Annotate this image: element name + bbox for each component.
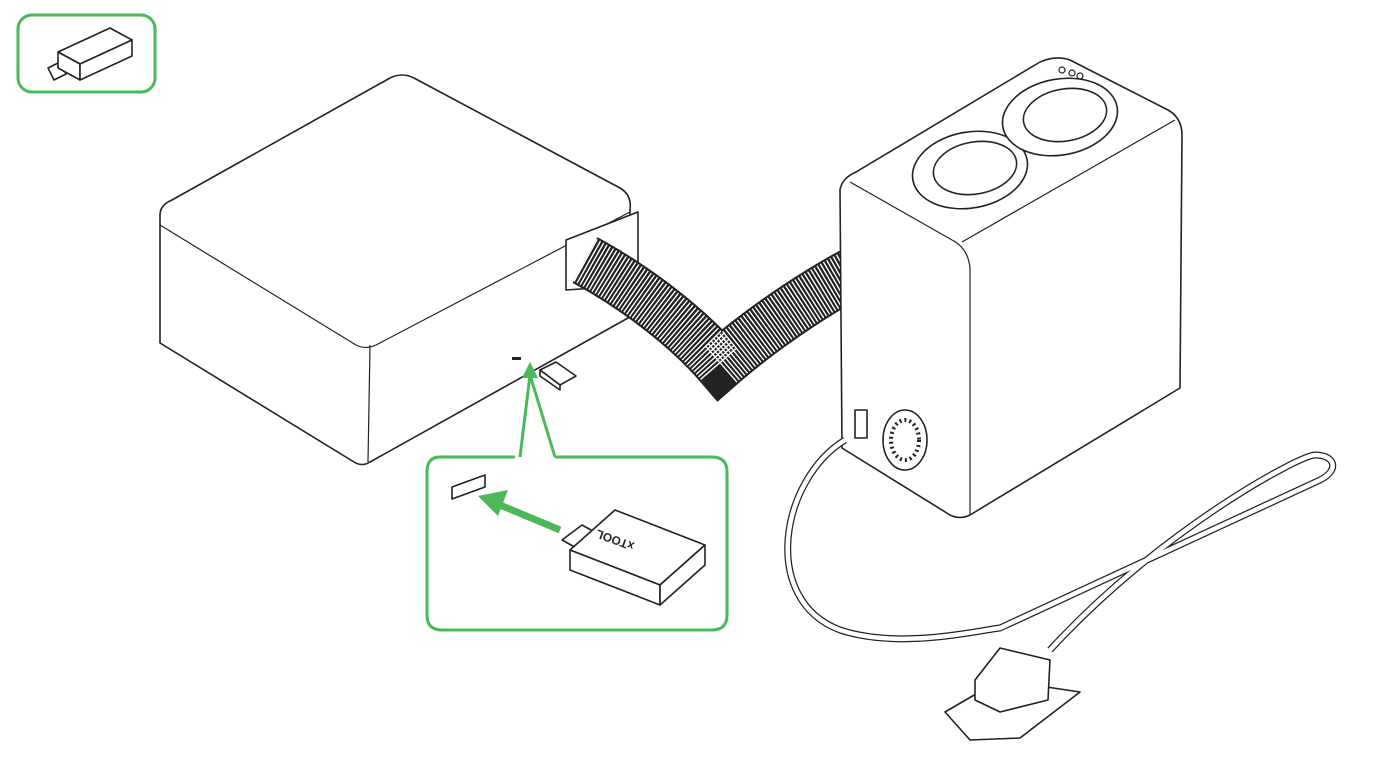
smoke-purifier xyxy=(839,57,1183,519)
fan-icon xyxy=(1068,69,1076,77)
power-cord xyxy=(784,437,1336,741)
dongle-insertion-detail: xTOOL xyxy=(425,455,729,632)
laser-enclosure xyxy=(159,74,639,466)
usb-slot xyxy=(451,474,486,500)
callout-connector xyxy=(518,362,557,458)
power-button-icon xyxy=(1058,66,1066,74)
usb-port xyxy=(512,357,521,360)
power-plug xyxy=(974,647,1051,713)
insert-arrow xyxy=(498,501,562,534)
arrow-up-icon xyxy=(522,362,538,378)
filter-icon xyxy=(1076,72,1084,80)
arrow-left-icon xyxy=(478,490,508,516)
dongle-inset-thumbnail xyxy=(16,13,157,94)
dongle-installed xyxy=(539,361,577,391)
